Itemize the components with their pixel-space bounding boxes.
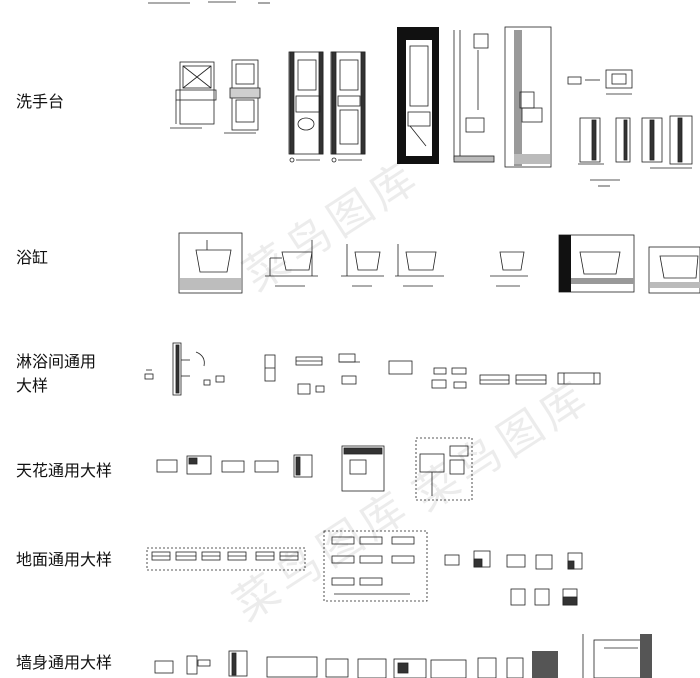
section-label-wall: 墙身通用大样 xyxy=(16,653,113,672)
section-label-washbasin: 洗手台 xyxy=(16,92,65,111)
section-label-bathtub: 浴缸 xyxy=(16,248,49,267)
bathtub-details xyxy=(178,232,700,294)
section-label-shower: 淋浴间通用 大样 xyxy=(16,352,97,395)
ceiling-details xyxy=(156,437,473,501)
section-label-floor: 地面通用大样 xyxy=(16,550,113,569)
section-label-ceiling: 天花通用大样 xyxy=(16,461,113,480)
floor-details xyxy=(146,530,583,606)
top-fragment xyxy=(148,1,270,4)
washbasin-details xyxy=(170,26,693,187)
shower-details xyxy=(144,342,601,396)
wall-details xyxy=(154,634,652,678)
